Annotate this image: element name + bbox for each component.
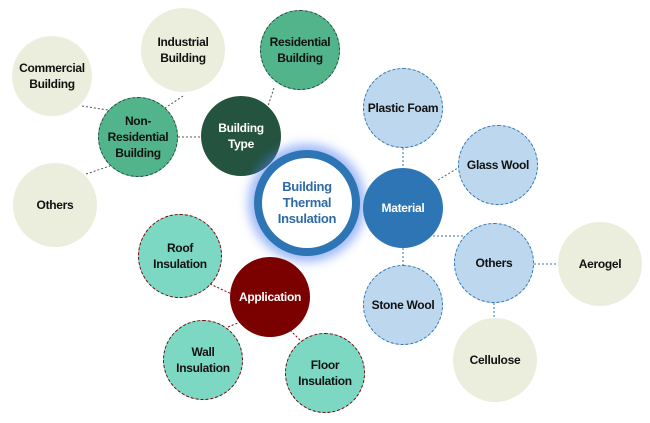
node-label-line: Building xyxy=(160,51,206,65)
node-others-material: Others xyxy=(454,223,534,303)
node-label-line: Building xyxy=(29,77,75,91)
node-label-line: Wall xyxy=(191,345,215,359)
node-label-line: Industrial xyxy=(157,35,209,49)
node-label-line: Residential xyxy=(269,35,331,49)
node-label-line: Material xyxy=(381,201,425,215)
node-label-line: Insulation xyxy=(176,361,230,375)
node-label-line: Insulation xyxy=(153,257,207,271)
node-others-building: Others xyxy=(13,163,97,247)
node-label-line: Insulation xyxy=(277,211,337,226)
node-label-line: Commercial xyxy=(19,61,85,75)
node-material: Material xyxy=(363,168,443,248)
node-label-line: Building xyxy=(115,146,161,160)
node-label-line: Stone Wool xyxy=(371,298,435,312)
node-cellulose: Cellulose xyxy=(453,318,537,402)
node-label-line: Building xyxy=(282,179,332,194)
node-aerogel: Aerogel xyxy=(558,222,642,306)
node-stone-wool: Stone Wool xyxy=(363,265,443,345)
link-floor-app xyxy=(289,329,301,341)
node-label-line: Others xyxy=(36,198,74,212)
node-plastic-foam: Plastic Foam xyxy=(363,68,443,148)
node-label-line: Floor xyxy=(310,358,340,372)
node-glass-wool: Glass Wool xyxy=(458,125,538,205)
node-label-line: Glass Wool xyxy=(466,158,530,172)
node-label-line: Roof xyxy=(166,241,194,255)
link-others-nonres xyxy=(85,165,111,175)
link-wall-app xyxy=(227,319,246,328)
node-label-line: Cellulose xyxy=(469,353,521,367)
node-label-line: Aerogel xyxy=(578,257,622,271)
node-label-line: Residential xyxy=(107,130,169,144)
node-label-line: Building xyxy=(277,51,323,65)
node-label-line: Application xyxy=(238,290,302,304)
node-application: Application xyxy=(230,257,310,337)
node-label-line: Type xyxy=(228,137,254,151)
node-label-line: Thermal xyxy=(282,195,332,210)
node-label-line: Plastic Foam xyxy=(367,101,439,115)
link-roof-app xyxy=(209,283,237,297)
link-commercial-nonres xyxy=(81,105,109,111)
link-industrial-nonres xyxy=(164,95,184,109)
node-label-line: Insulation xyxy=(298,374,352,388)
node-label-line: Building xyxy=(218,121,264,135)
node-label-line: Others xyxy=(475,256,513,270)
node-label-line: Non- xyxy=(124,114,152,128)
link-res-type xyxy=(267,87,275,107)
link-glass-material xyxy=(437,167,459,181)
